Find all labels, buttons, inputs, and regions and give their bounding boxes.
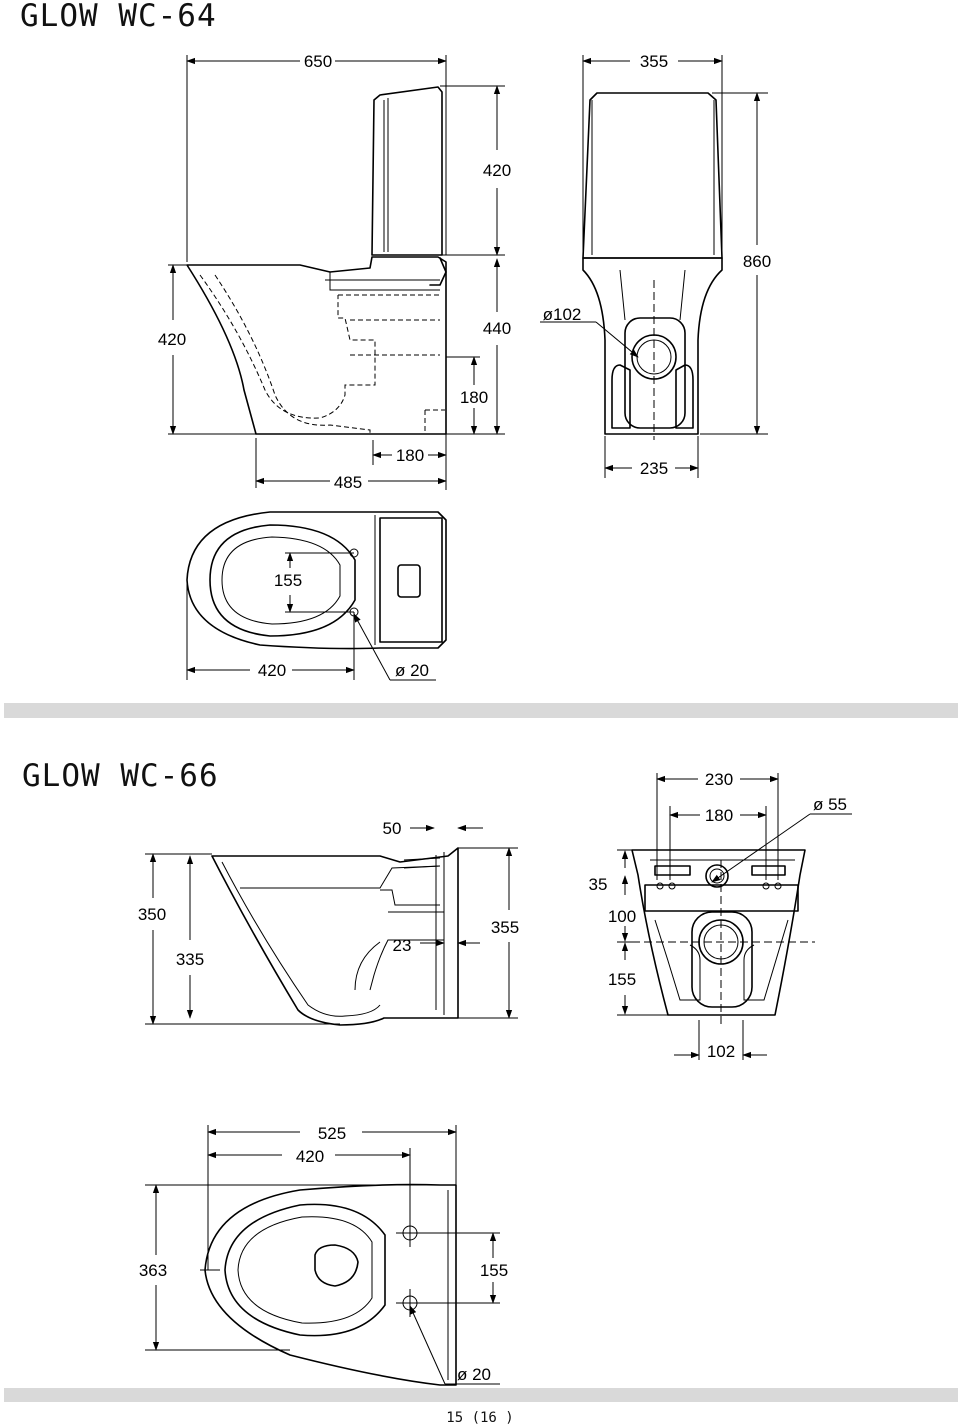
wc66-dim-155: 155 bbox=[608, 970, 636, 989]
wc64-dim-102: ø102 bbox=[543, 305, 582, 324]
wc66-dim-180: 180 bbox=[705, 806, 733, 825]
wc64-dim-355: 355 bbox=[640, 52, 668, 71]
wc66-back-view: 230 180 ø 55 35 100 155 102 bbox=[589, 770, 852, 1061]
wc66-dim-355: 355 bbox=[491, 918, 519, 937]
wc64-dim-155: 155 bbox=[274, 571, 302, 590]
wc66-dim-230: 230 bbox=[705, 770, 733, 789]
wc66-plan-view: 525 420 363 155 ø 20 bbox=[139, 1124, 508, 1386]
wc64-dim-180-bottom: 180 bbox=[396, 446, 424, 465]
wc64-dim-650: 650 bbox=[304, 52, 332, 71]
wc64-dim-180-right: 180 bbox=[460, 388, 488, 407]
wc66-dim-420: 420 bbox=[296, 1147, 324, 1166]
wc64-side-view: 650 420 440 180 420 180 485 bbox=[158, 52, 511, 492]
wc66-dim-23: 23 bbox=[393, 936, 412, 955]
wc64-plan-view: 155 420 ø 20 bbox=[186, 511, 447, 681]
wc64-dim-420-height: 420 bbox=[158, 330, 186, 349]
wc66-dim-350: 350 bbox=[138, 905, 166, 924]
wc66-dim-100: 100 bbox=[608, 907, 636, 926]
wc64-dim-20: ø 20 bbox=[395, 661, 429, 680]
wc66-dim-20: ø 20 bbox=[457, 1365, 491, 1384]
wc66-dim-55: ø 55 bbox=[813, 795, 847, 814]
page-number: 15 (16 ) bbox=[446, 1410, 513, 1426]
wc66-dim-335: 335 bbox=[176, 950, 204, 969]
footer-bar bbox=[4, 1388, 958, 1402]
section-divider bbox=[4, 703, 958, 718]
wc64-dim-485: 485 bbox=[334, 473, 362, 492]
wc66-dim-50: 50 bbox=[383, 819, 402, 838]
wc64-front-view: 355 860 ø102 235 bbox=[540, 52, 771, 478]
wc66-dim-35: 35 bbox=[589, 875, 608, 894]
wc66-dim-525: 525 bbox=[318, 1124, 346, 1143]
wc66-title: GLOW WC-66 bbox=[22, 758, 219, 794]
wc66-dim-102: 102 bbox=[707, 1042, 735, 1061]
wc64-dim-235: 235 bbox=[640, 459, 668, 478]
wc64-dim-420: 420 bbox=[258, 661, 286, 680]
wc64-dim-860: 860 bbox=[743, 252, 771, 271]
wc64-dim-440: 440 bbox=[483, 319, 511, 338]
wc66-side-view: 50 350 335 23 355 bbox=[138, 819, 519, 1026]
wc64-dim-420-tank: 420 bbox=[483, 161, 511, 180]
wc64-title: GLOW WC-64 bbox=[20, 0, 217, 34]
wc66-dim-363: 363 bbox=[139, 1261, 167, 1280]
wc66-dim-155: 155 bbox=[480, 1261, 508, 1280]
